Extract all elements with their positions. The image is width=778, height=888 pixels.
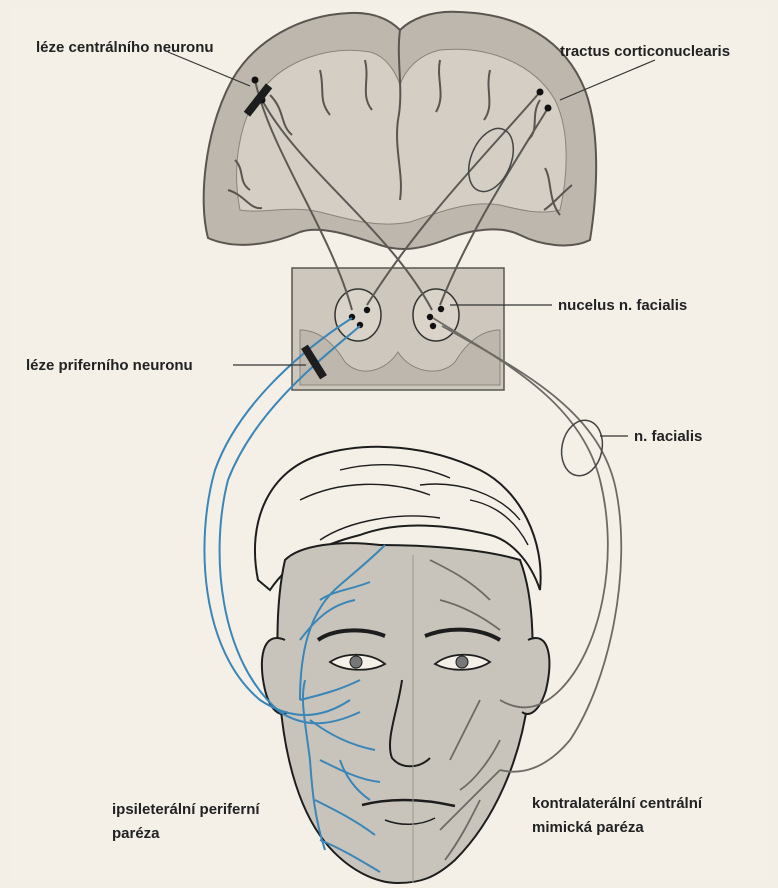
face-skin [277, 543, 532, 883]
face [255, 447, 549, 883]
right-iris [456, 656, 468, 668]
label-tractus: tractus corticonuclearis [560, 43, 730, 60]
label-ipsi-line1: ipsileterální periferní [112, 801, 260, 818]
label-peripheral-lesion: léze priferního neuronu [26, 357, 193, 374]
label-nucleus: nucelus n. facialis [558, 297, 687, 314]
label-contra-line1: kontralaterální centrální [532, 795, 703, 812]
brain-section [204, 12, 597, 249]
label-contra-line2: mimická paréza [532, 819, 644, 836]
nucleus-left [335, 289, 381, 341]
nucleus-right [413, 289, 459, 341]
label-ipsi-line2: paréza [112, 825, 160, 842]
label-central-lesion: léze centrálního neuronu [36, 39, 214, 56]
left-iris [350, 656, 362, 668]
label-nerve: n. facialis [634, 428, 702, 445]
